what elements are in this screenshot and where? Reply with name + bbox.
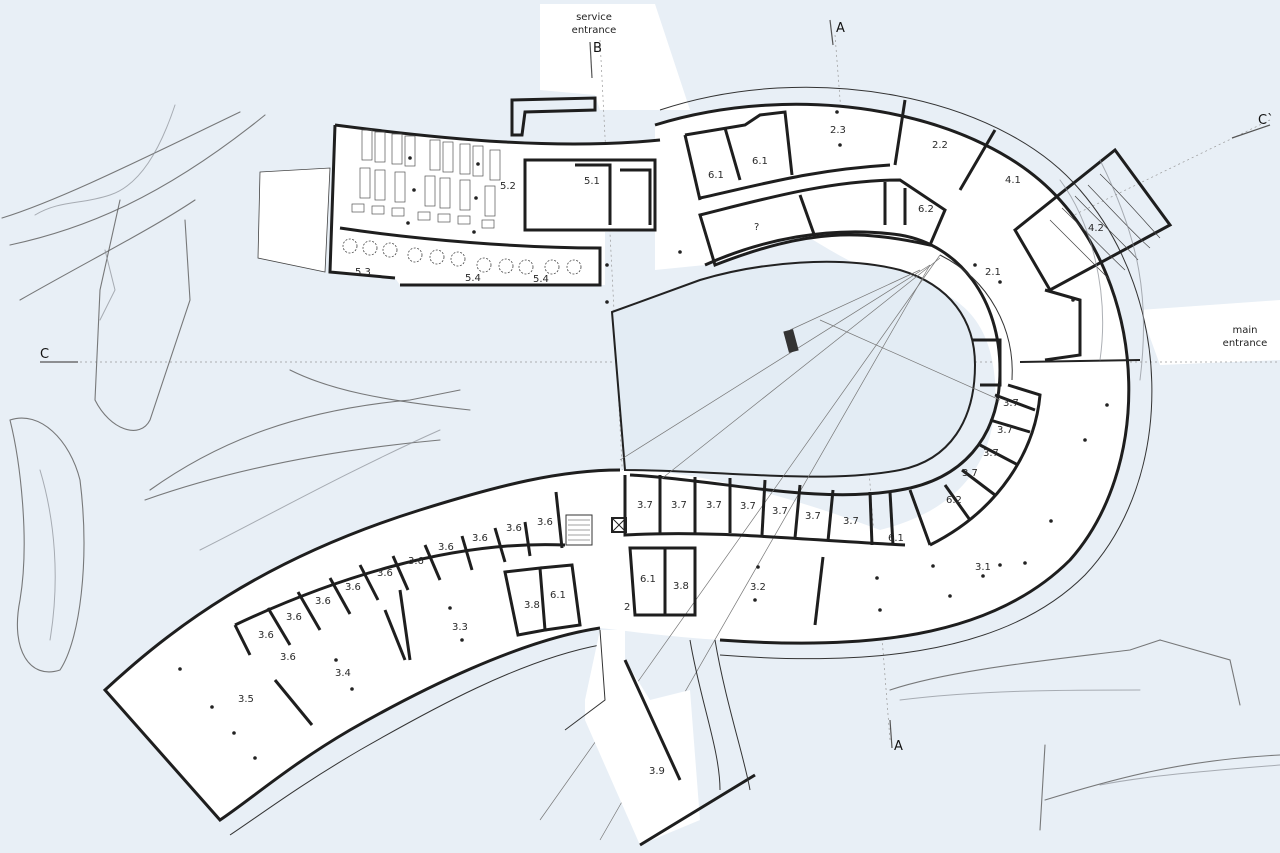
- section-markers: A A B C C`: [40, 21, 1274, 754]
- room-3-7-row: 3.7: [772, 506, 788, 517]
- room-2-1: 2.1: [985, 267, 1001, 278]
- section-marker-a-top: A: [836, 21, 845, 36]
- room-3-5: 3.5: [238, 694, 254, 705]
- stair-marker: 2: [624, 602, 630, 613]
- room-3-6: 3.6: [438, 542, 454, 553]
- main-entrance-line2: entrance: [1223, 338, 1268, 349]
- room-6-1-lower-left: 6.1: [550, 590, 566, 601]
- room-4-1: 4.1: [1005, 175, 1021, 186]
- curved-cells: [908, 338, 1042, 547]
- room-3-6: 3.6: [345, 582, 361, 593]
- room-3-7-curve: 3.7: [983, 448, 999, 459]
- room-3-6: 3.6: [315, 596, 331, 607]
- room-5-1: 5.1: [584, 176, 600, 187]
- room-labels: 2.1 2.2 2.3 ? 4.1 4.2 5.1 5.2 5.3 5.4 5.…: [238, 125, 1104, 777]
- room-unknown: ?: [754, 222, 759, 233]
- pencil-sketches: [1, 104, 1280, 831]
- room-6-1-top-a: 6.1: [708, 170, 724, 181]
- upper-wing-walls: [683, 99, 1173, 363]
- room-3-7-curve: 3.7: [1003, 398, 1019, 409]
- room-3-7-row: 3.7: [706, 500, 722, 511]
- building-floor: [102, 86, 1153, 836]
- room-3-8a: 3.8: [524, 600, 540, 611]
- room-2-2: 2.2: [932, 140, 948, 151]
- room-5-4b: 5.4: [533, 274, 549, 285]
- room-3-7-row: 3.7: [843, 516, 859, 527]
- room-3-7-row: 3.7: [637, 500, 653, 511]
- room-6-1-top-b: 6.1: [752, 156, 768, 167]
- section-marker-a-bottom: A: [894, 739, 903, 754]
- lower-wing-3-9: [564, 629, 756, 847]
- room-3-7-row: 3.7: [740, 501, 756, 512]
- room-3-6: 3.6: [472, 533, 488, 544]
- room-3-7-curve: 3.7: [962, 468, 978, 479]
- room-3-6: 3.6: [537, 517, 553, 528]
- room-6-2-top: 6.2: [918, 204, 934, 215]
- room-3-8b: 3.8: [673, 581, 689, 592]
- section-marker-c-right: C`: [1258, 113, 1274, 128]
- main-entrance-line1: main: [1233, 325, 1258, 336]
- room-3-6: 3.6: [506, 523, 522, 534]
- room-3-6: 3.6: [377, 568, 393, 579]
- room-3-6: 3.6: [286, 612, 302, 623]
- restaurant-wing: [328, 96, 661, 287]
- room-3-7-row: 3.7: [671, 500, 687, 511]
- room-2-3: 2.3: [830, 125, 846, 136]
- column-dots: [178, 110, 1109, 760]
- round-tables: [342, 238, 582, 275]
- room-5-3: 5.3: [355, 267, 371, 278]
- terrace-area: [257, 167, 331, 273]
- annotations: service entrance main entrance: [572, 12, 1268, 349]
- room-3-3: 3.3: [452, 622, 468, 633]
- room-3-9: 3.9: [649, 766, 665, 777]
- room-6-1-mid: 6.1: [888, 533, 904, 544]
- room-3-1: 3.1: [975, 562, 991, 573]
- section-marker-b: B: [593, 41, 602, 56]
- courtyard: [610, 260, 977, 478]
- room-3-2: 3.2: [750, 582, 766, 593]
- room-6-1-lower-mid: 6.1: [640, 574, 656, 585]
- room-3-4: 3.4: [335, 668, 351, 679]
- left-row-cells: [233, 491, 593, 726]
- room-3-7-row: 3.7: [805, 511, 821, 522]
- middle-row-cells: [611, 475, 906, 626]
- room-3-7-curve: 3.7: [997, 425, 1013, 436]
- section-marker-c-left: C: [40, 347, 49, 362]
- room-5-2: 5.2: [500, 181, 516, 192]
- seating-tables: [351, 129, 501, 229]
- service-access-area: [540, 4, 690, 110]
- room-4-2: 4.2: [1088, 223, 1104, 234]
- room-5-4a: 5.4: [465, 273, 481, 284]
- main-access-area: [1140, 300, 1280, 365]
- service-entrance-line2: entrance: [572, 25, 617, 36]
- room-3-6: 3.6: [258, 630, 274, 641]
- service-entrance-line1: service: [576, 12, 612, 23]
- section-marker-lines: [40, 19, 1271, 749]
- room-6-2-right: 6.2: [946, 495, 962, 506]
- room-3-6: 3.6: [408, 556, 424, 567]
- room-3-6: 3.6: [280, 652, 296, 663]
